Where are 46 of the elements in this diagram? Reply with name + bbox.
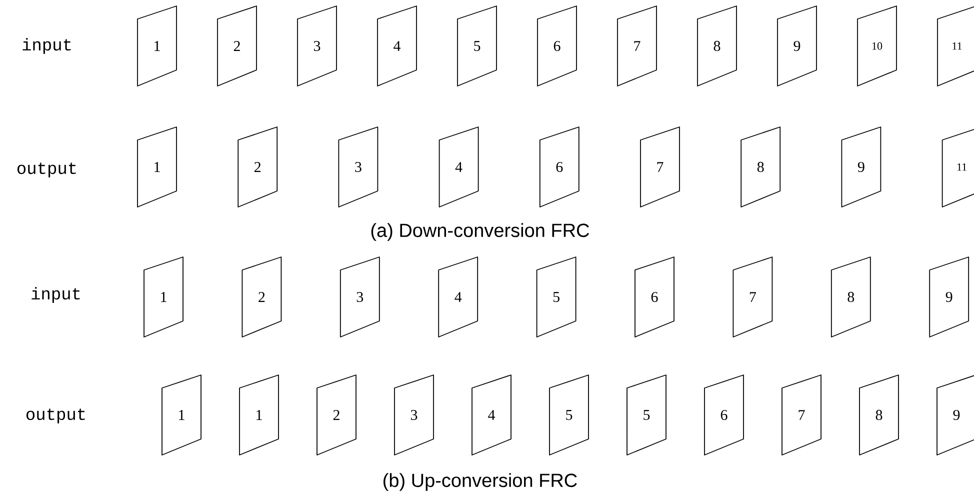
frame: 8: [830, 256, 871, 338]
row-label: output: [18, 162, 76, 178]
frame: 6: [634, 256, 674, 338]
frame: 9: [777, 6, 817, 86]
frame: 3: [394, 374, 434, 456]
frame: 8: [697, 6, 737, 86]
frame: 8: [859, 374, 899, 456]
frame: 7: [732, 256, 773, 338]
row-label: input: [32, 287, 80, 303]
row-label: input: [22, 38, 71, 54]
frame: 1: [162, 374, 202, 456]
frame: 7: [782, 374, 822, 456]
frame: 2: [316, 374, 356, 456]
frame: 3: [340, 256, 380, 338]
frame: 8: [740, 126, 781, 208]
frame: 9: [929, 256, 970, 338]
frame: 4: [438, 256, 478, 338]
frame: 4: [472, 374, 512, 456]
frame: 11: [937, 6, 974, 86]
frame: 2: [238, 126, 278, 208]
frame: 11: [942, 126, 974, 208]
frame: 4: [377, 6, 417, 86]
frame: 1: [239, 374, 279, 456]
frame: 7: [640, 126, 680, 208]
frame: 6: [539, 126, 580, 208]
caption: (a) Down-conversion FRC: [371, 223, 590, 241]
frame: 7: [617, 6, 657, 86]
frame: 9: [841, 126, 882, 208]
frame: 2: [217, 6, 257, 86]
frame: 5: [549, 374, 589, 456]
frame: 1: [137, 6, 177, 86]
frame: 5: [457, 6, 497, 86]
frame: 6: [537, 6, 577, 86]
frame: 4: [438, 126, 479, 208]
frame: 3: [297, 6, 337, 86]
row-label: output: [26, 408, 85, 424]
caption: (b) Up-conversion FRC: [384, 473, 577, 491]
frame: 3: [338, 126, 378, 208]
frame: 5: [626, 374, 666, 456]
frame: 2: [242, 256, 282, 338]
frame: 6: [704, 374, 744, 456]
frame: 10: [857, 6, 897, 86]
frame: 9: [936, 374, 974, 456]
frame: 5: [536, 256, 576, 338]
frame: 1: [137, 126, 177, 208]
frame: 1: [144, 256, 184, 338]
